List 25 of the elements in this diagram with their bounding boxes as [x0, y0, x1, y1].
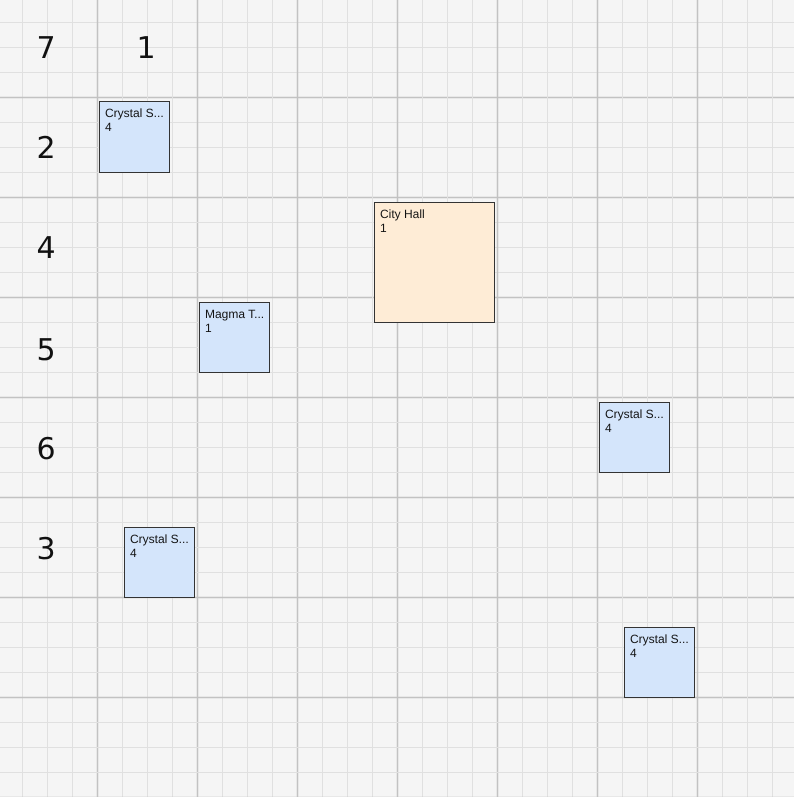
grid-number: 6	[35, 432, 57, 468]
building-tile	[199, 302, 270, 373]
grid-number: 5	[35, 333, 57, 369]
grid-number: 3	[35, 532, 57, 568]
building-name: Crystal S...	[130, 532, 189, 546]
building-tile	[99, 101, 170, 173]
building-count: 1	[205, 321, 213, 335]
grid-number: 4	[35, 231, 57, 267]
building-count: 4	[105, 120, 113, 134]
building-count: 4	[630, 646, 638, 660]
building-count: 4	[605, 421, 613, 435]
grid-number: 7	[35, 31, 57, 67]
building-count: 4	[130, 546, 138, 560]
building-name: Crystal S...	[630, 632, 689, 646]
building-count: 1	[380, 221, 388, 235]
building-name: Crystal S...	[605, 407, 664, 421]
building-tile	[124, 527, 195, 598]
building-tile	[374, 202, 495, 323]
building-tile	[599, 402, 670, 473]
building-name: Crystal S...	[105, 106, 164, 120]
grid-number: 2	[35, 131, 57, 167]
building-name: City Hall	[380, 207, 426, 221]
grid-number: 1	[135, 31, 157, 67]
building-tile	[624, 627, 695, 698]
building-name: Magma T...	[205, 307, 264, 321]
